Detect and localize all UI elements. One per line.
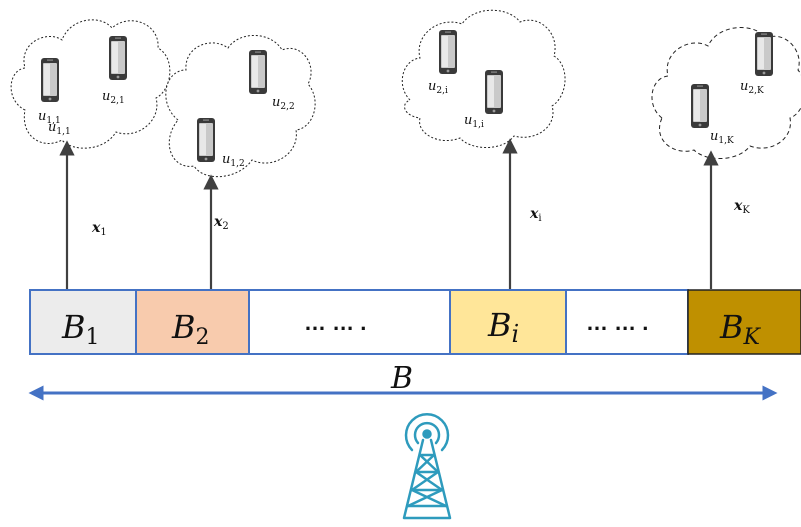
smartphone-icon <box>109 36 127 80</box>
signal-label-x1: x1 <box>91 220 107 238</box>
block-label-Bi: Bi <box>487 306 519 348</box>
smartphone-icon <box>485 70 503 114</box>
block-gap-1 <box>248 289 451 355</box>
block-label-B2: B2 <box>171 308 210 350</box>
total-bandwidth-label: B <box>390 361 413 396</box>
frequency-band <box>29 289 801 355</box>
block-gap-2 <box>565 289 689 355</box>
smartphone-icon <box>41 58 59 102</box>
user-label-u11-a: u1,1 <box>38 109 61 126</box>
user-label-u1K: u1,K <box>710 129 734 146</box>
cell-tower-icon <box>402 413 452 520</box>
block-label-B1: B1 <box>61 308 100 350</box>
smartphone-icon <box>249 50 267 94</box>
smartphone-icon <box>439 30 457 74</box>
smartphone-icon <box>755 32 773 76</box>
block-B2 <box>135 289 250 355</box>
signal-label-xi: xi <box>529 206 542 224</box>
cluster-1-cloud <box>10 19 171 149</box>
user-label-u21: u2,1 <box>102 89 125 106</box>
block-B1 <box>29 289 137 355</box>
user-label-u2i: u2,i <box>428 79 448 96</box>
user-label-u12: u1,2 <box>222 152 245 169</box>
block-ellipsis-1: … … . <box>304 310 366 335</box>
signal-label-xK: xK <box>733 198 750 216</box>
smartphone-icon <box>197 118 215 162</box>
block-BK <box>687 289 801 355</box>
block-label-BK: BK <box>719 308 762 350</box>
smartphone-icon <box>691 84 709 128</box>
user-label-u1i: u1,i <box>464 113 484 130</box>
signal-label-x2: x2 <box>213 214 229 232</box>
user-label-u2K: u2,K <box>740 79 764 96</box>
block-ellipsis-2: … … . <box>586 310 648 335</box>
block-Bi <box>449 289 567 355</box>
user-label-u22: u2,2 <box>272 95 295 112</box>
user-label-u11-b: u1,1 <box>48 120 71 137</box>
